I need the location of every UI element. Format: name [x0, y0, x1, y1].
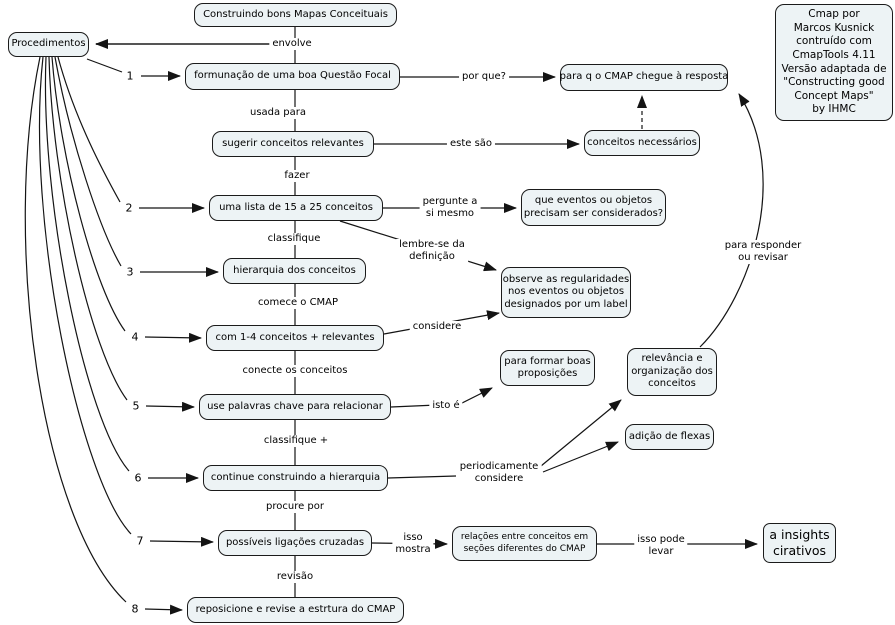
concept-node-insights[interactable]: a insights cirativos [763, 523, 836, 563]
concept-node-observe-regularidades[interactable]: observe as regularidades nos eventos ou … [501, 267, 631, 318]
link-label-classifique[interactable]: classifique [264, 233, 324, 245]
step-number-4[interactable]: 4 [127, 330, 143, 344]
concept-node-title[interactable]: Construindo bons Mapas Conceituais [194, 3, 397, 27]
concept-node-boas-proposicoes[interactable]: para formar boas proposições [500, 350, 595, 386]
edge-periodicamente-relevancia-line [540, 399, 622, 467]
concept-node-relevancia-organizacao[interactable]: relevância e organização dos conceitos [627, 348, 717, 396]
link-label-lembre-se-da-definicao[interactable]: lembre-se da definição [396, 239, 468, 263]
edge-periodicamente-flexas-line [542, 441, 619, 473]
concept-node-ligacoes-cruzadas[interactable]: possíveis ligações cruzadas [218, 530, 372, 556]
link-label-por-que[interactable]: por que? [459, 71, 509, 83]
fan-line-8 [24, 56, 127, 603]
step-number-2[interactable]: 2 [121, 201, 137, 215]
fan-line-2 [57, 56, 121, 203]
link-label-classifique-mais[interactable]: classifique + [260, 435, 332, 447]
step-number-8[interactable]: 8 [127, 602, 143, 616]
link-label-comece-o-cmap[interactable]: comece o CMAP [254, 297, 342, 309]
step-number-1[interactable]: 1 [122, 69, 138, 83]
link-label-isso-pode-levar[interactable]: isso pode levar [634, 534, 688, 558]
concept-node-cmap-resposta[interactable]: para q o CMAP chegue à resposta [560, 64, 728, 91]
edge-periodicamente-in-line [387, 475, 457, 479]
link-label-este-sao[interactable]: este são [446, 138, 496, 150]
step-arrow-8 [144, 604, 183, 615]
concept-node-sugerir-conceitos[interactable]: sugerir conceitos relevantes [212, 131, 374, 157]
fan-line-1 [86, 58, 123, 73]
link-label-fazer[interactable]: fazer [281, 170, 313, 182]
link-label-periodicamente-considere[interactable]: periodicamente considere [456, 461, 542, 485]
step-number-6[interactable]: 6 [130, 471, 146, 485]
concept-node-procedimentos[interactable]: Procedimentos [8, 32, 89, 57]
concept-node-questao-focal[interactable]: formunação de uma boa Questão Focal [185, 63, 400, 90]
credits-info-box[interactable]: Cmap por Marcos Kusnick contruído com Cm… [775, 4, 893, 121]
link-label-considere[interactable]: considere [409, 321, 465, 333]
link-label-conecte-os-conceitos[interactable]: conecte os conceitos [239, 365, 351, 377]
step-number-7[interactable]: 7 [132, 534, 148, 548]
link-label-para-responder-ou-revisar[interactable]: para responder ou revisar [721, 240, 805, 264]
link-label-pergunte-a-si-mesmo[interactable]: pergunte a si mesmo [419, 196, 481, 220]
concept-node-lista-conceitos[interactable]: uma lista de 15 a 25 conceitos [209, 195, 383, 221]
step-arrow-4 [144, 332, 202, 343]
link-label-isso-mostra[interactable]: isso mostra [392, 532, 434, 556]
fan-line-7 [38, 56, 132, 535]
step-arrow-5 [145, 401, 195, 412]
link-label-isto-e[interactable]: isto é [429, 400, 463, 412]
fan-line-5 [48, 56, 128, 401]
fan-line-4 [51, 56, 126, 332]
concept-node-hierarquia[interactable]: hierarquia dos conceitos [223, 258, 366, 284]
step-number-3[interactable]: 3 [122, 265, 138, 279]
concept-node-eventos-objetos[interactable]: que eventos ou objetos precisam ser cons… [521, 189, 666, 226]
edge-para-responder-curve [699, 93, 764, 348]
concept-node-adicao-flexas[interactable]: adição de flexas [625, 424, 714, 450]
concept-node-relacoes-secoes[interactable]: relações entre conceitos em seções difer… [452, 526, 597, 561]
link-label-envolve[interactable]: envolve [269, 38, 315, 50]
link-label-usada-para[interactable]: usada para [246, 107, 310, 119]
step-number-5[interactable]: 5 [128, 399, 144, 413]
step-arrow-7 [149, 536, 214, 547]
link-label-procure-por[interactable]: procure por [263, 501, 327, 513]
concept-node-palavras-chave[interactable]: use palavras chave para relacionar [199, 394, 391, 420]
fan-line-3 [54, 56, 122, 267]
link-label-revisao[interactable]: revisão [273, 571, 317, 583]
fan-line-6 [44, 56, 130, 472]
concept-node-1-4-conceitos[interactable]: com 1-4 conceitos + relevantes [206, 325, 384, 351]
concept-node-conceitos-necessarios[interactable]: conceitos necessários [584, 130, 700, 156]
concept-node-continue-hierarquia[interactable]: continue construindo a hierarquia [203, 465, 388, 491]
concept-node-reposicione-revise[interactable]: reposicione e revise a estrtura do CMAP [187, 597, 404, 623]
